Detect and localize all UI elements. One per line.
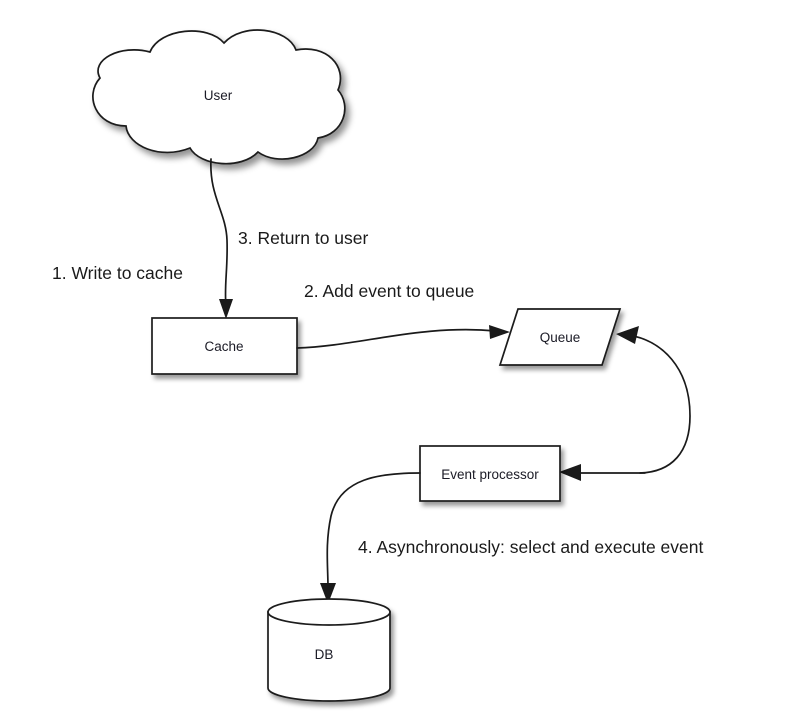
node-cache[interactable]: Cache [151, 317, 298, 375]
node-db[interactable]: DB [267, 598, 391, 702]
node-queue[interactable]: Queue [498, 308, 622, 366]
node-event-processor-label: Event processor [441, 467, 539, 482]
node-user-label: User [204, 88, 233, 103]
cloud-shape [92, 29, 346, 165]
step-label-3: 3. Return to user [238, 228, 369, 248]
edge-cache-to-queue-arrowhead [489, 325, 510, 339]
node-db-label: DB [315, 647, 334, 662]
edge-user-to-cache-line [210, 158, 229, 307]
step-label-2: 2. Add event to queue [304, 281, 474, 301]
edge-queue-to-event-processor [559, 464, 646, 481]
edge-queue-to-event-processor-arrowhead [559, 464, 581, 481]
step-label-1: 1. Write to cache [52, 263, 183, 283]
edge-cache-to-queue [296, 325, 510, 349]
node-queue-label: Queue [540, 330, 581, 345]
node-event-processor[interactable]: Event processor [419, 445, 561, 502]
edge-event-processor-to-db [320, 472, 421, 604]
step-label-4: 4. Asynchronously: select and execute ev… [358, 537, 703, 557]
cache-shape [151, 317, 298, 375]
node-user[interactable]: User [92, 29, 346, 165]
edge-event-processor-to-queue [616, 326, 691, 474]
edge-user-to-cache [210, 158, 233, 319]
queue-shape [498, 308, 622, 366]
db-top-ellipse [267, 598, 391, 626]
edge-event-processor-to-queue-line [627, 334, 691, 474]
edge-cache-to-queue-line [296, 328, 497, 349]
edge-user-to-cache-arrowhead [219, 299, 233, 319]
node-cache-label: Cache [204, 339, 243, 354]
edge-event-processor-to-queue-arrowhead [616, 326, 639, 344]
edge-event-processor-to-db-line [326, 472, 421, 589]
edge-event-processor-to-db-arrowhead [320, 583, 336, 604]
db-body [267, 611, 391, 702]
